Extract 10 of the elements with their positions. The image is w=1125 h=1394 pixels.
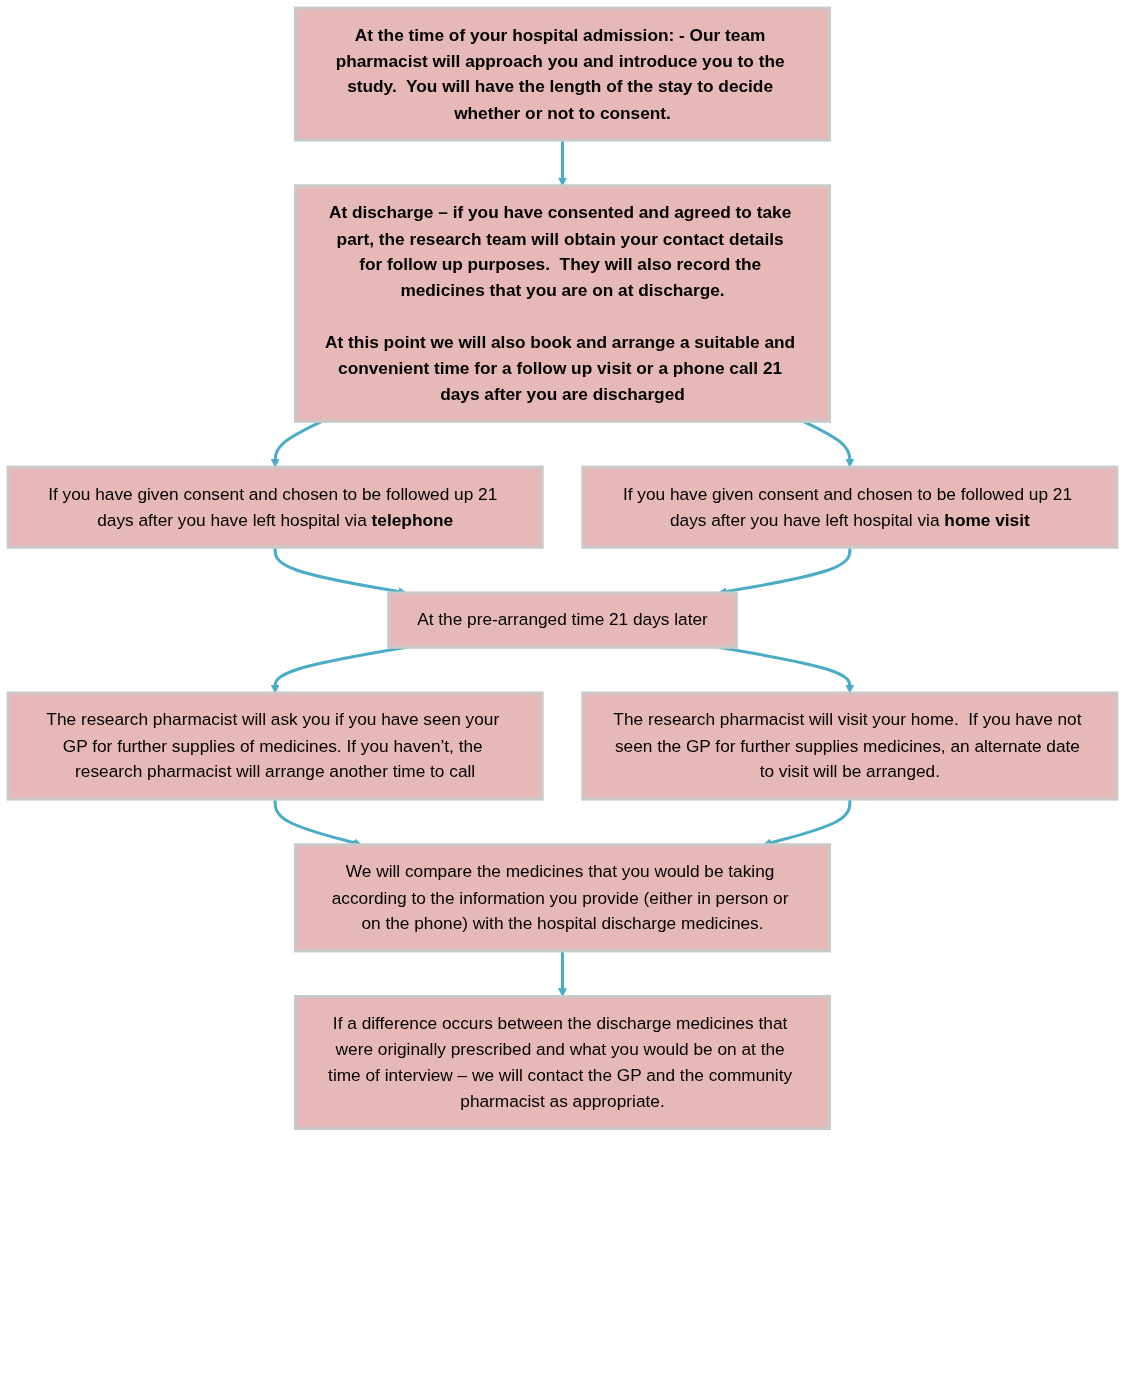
node-box: At the pre-arranged time 21 days later [387, 591, 738, 649]
node-box: At the time of your hospital admission: - Our team pharmacist will approach you and introduce you to the study. You will have the length of the stay to decide whether or not to consent. [293, 6, 832, 142]
arrow [558, 950, 567, 997]
node-box: If you have given consent and chosen to be followed up 21 days after you have left hospital via home visit [581, 465, 1119, 549]
node-box: The research pharmacist will visit your home. If you have not seen the GP for further supplies medicines, an alternate date to visit will be arranged. [581, 691, 1119, 801]
node-box: We will compare the medicines that you would be taking according to the information you provide (either in person or on the phone) with the hospital discharge medicines. [293, 843, 832, 953]
node-box: If a difference occurs between the discharge medicines that were originally prescribed and what you would be on at the time of interview – we will contact the GP and the community pharmacist as appropriate. [293, 995, 832, 1131]
node-box: If you have given consent and chosen to be followed up 21 days after you have left hospital via telephone [6, 465, 544, 549]
node-box: The research pharmacist will ask you if you have seen your GP for further supplies of medicines. If you haven’t, the research pharmacist will arrange another time to call [6, 691, 544, 801]
node-box: At discharge – if you have consented and agreed to take part, the research team will obtain your contact details for follow up purposes. They will also record the medicines that you are on at discharge. At this point we will also book and arrange a suitable and convenient time for a follow up visit or a phone call 21 days after you are discharged [293, 184, 832, 423]
